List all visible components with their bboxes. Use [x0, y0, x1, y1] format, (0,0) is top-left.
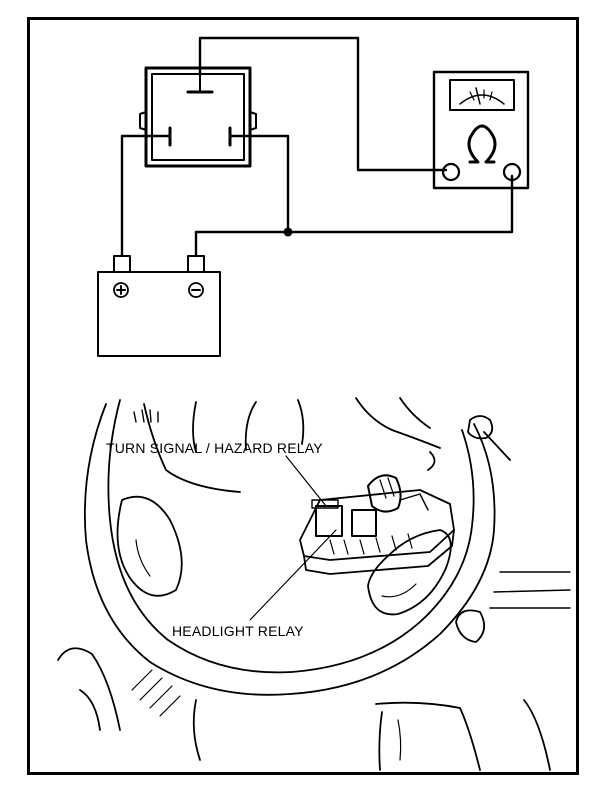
meter-probe-left: [441, 162, 461, 182]
dashboard-sketch: [57, 397, 571, 771]
turn-signal-relay-label: TURN SIGNAL / HAZARD RELAY: [106, 440, 323, 456]
battery-positive-terminal: [113, 282, 129, 298]
battery-negative-terminal: [188, 282, 204, 298]
headlight-leader-line: [249, 529, 337, 621]
relay-block: [299, 474, 455, 575]
turn-signal-leader-line: [285, 455, 327, 507]
junction-dot: [283, 227, 293, 237]
wires: [120, 36, 514, 258]
ohmmeter: [432, 70, 530, 190]
figure-frame: [27, 17, 579, 775]
battery: [97, 255, 221, 357]
headlight-relay-label: HEADLIGHT RELAY: [172, 623, 304, 639]
meter-probe-right: [502, 162, 522, 182]
relay-symbol: [139, 66, 257, 168]
